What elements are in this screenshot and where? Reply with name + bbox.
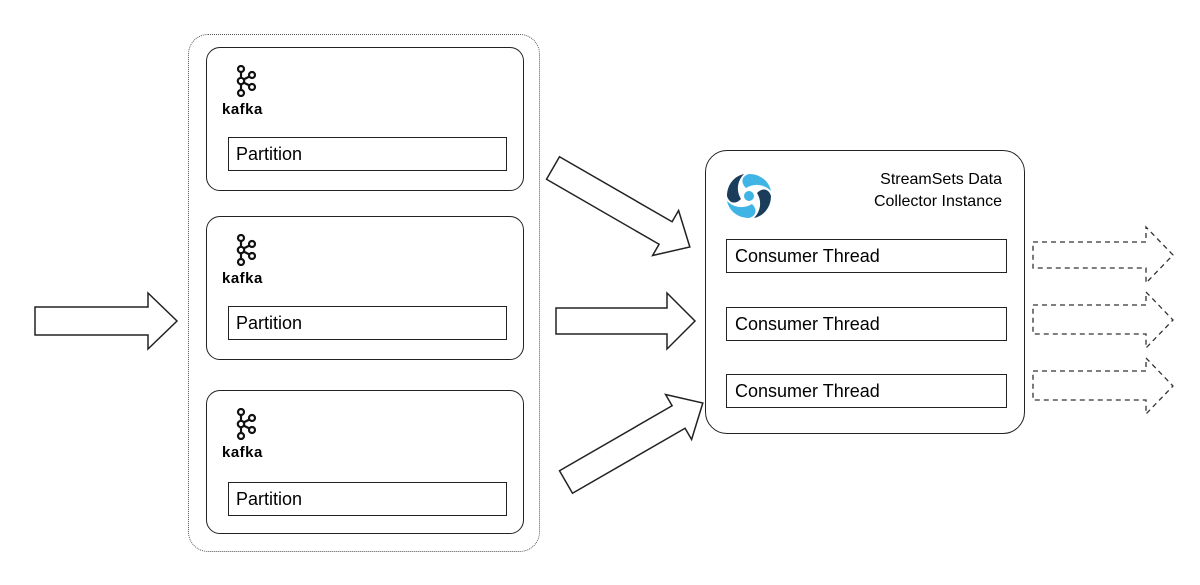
sdc-title-line2: Collector Instance: [873, 193, 1002, 210]
arrow-partition1-to-sdc: [545, 155, 691, 257]
kafka-icon: [236, 408, 257, 440]
kafka-cluster-group: [188, 34, 540, 552]
consumer-thread-2: Consumer Thread: [726, 307, 1007, 341]
kafka-logo: kafka: [222, 65, 272, 118]
arrow-partition3-to-sdc: [558, 393, 704, 495]
output-arrow-3: [1032, 356, 1174, 416]
kafka-wordmark: kafka: [222, 444, 263, 461]
consumer-thread-3: Consumer Thread: [726, 374, 1007, 408]
kafka-icon: [236, 234, 257, 266]
kafka-wordmark: kafka: [222, 270, 263, 287]
sdc-title-line1: StreamSets Data: [880, 171, 1002, 188]
output-arrow-2: [1032, 290, 1174, 350]
sdc-title: StreamSets Data Collector Instance: [802, 169, 1002, 213]
partition-box: Partition: [228, 306, 507, 340]
partition-box: Partition: [228, 137, 507, 171]
consumer-thread-1: Consumer Thread: [726, 239, 1007, 273]
streamsets-logo-icon: [724, 171, 774, 221]
input-arrow: [34, 291, 179, 351]
kafka-wordmark: kafka: [222, 101, 263, 118]
kafka-logo: kafka: [222, 234, 272, 287]
output-arrow-1: [1032, 225, 1174, 285]
kafka-logo: kafka: [222, 408, 272, 461]
kafka-icon: [236, 65, 257, 97]
partition-box: Partition: [228, 482, 507, 516]
arrow-partition2-to-sdc: [555, 291, 697, 351]
kafka-broker-1: kafka Partition: [206, 47, 524, 191]
kafka-broker-2: kafka Partition: [206, 216, 524, 360]
kafka-broker-3: kafka Partition: [206, 390, 524, 534]
sdc-instance-box: StreamSets Data Collector Instance Consu…: [705, 150, 1025, 434]
